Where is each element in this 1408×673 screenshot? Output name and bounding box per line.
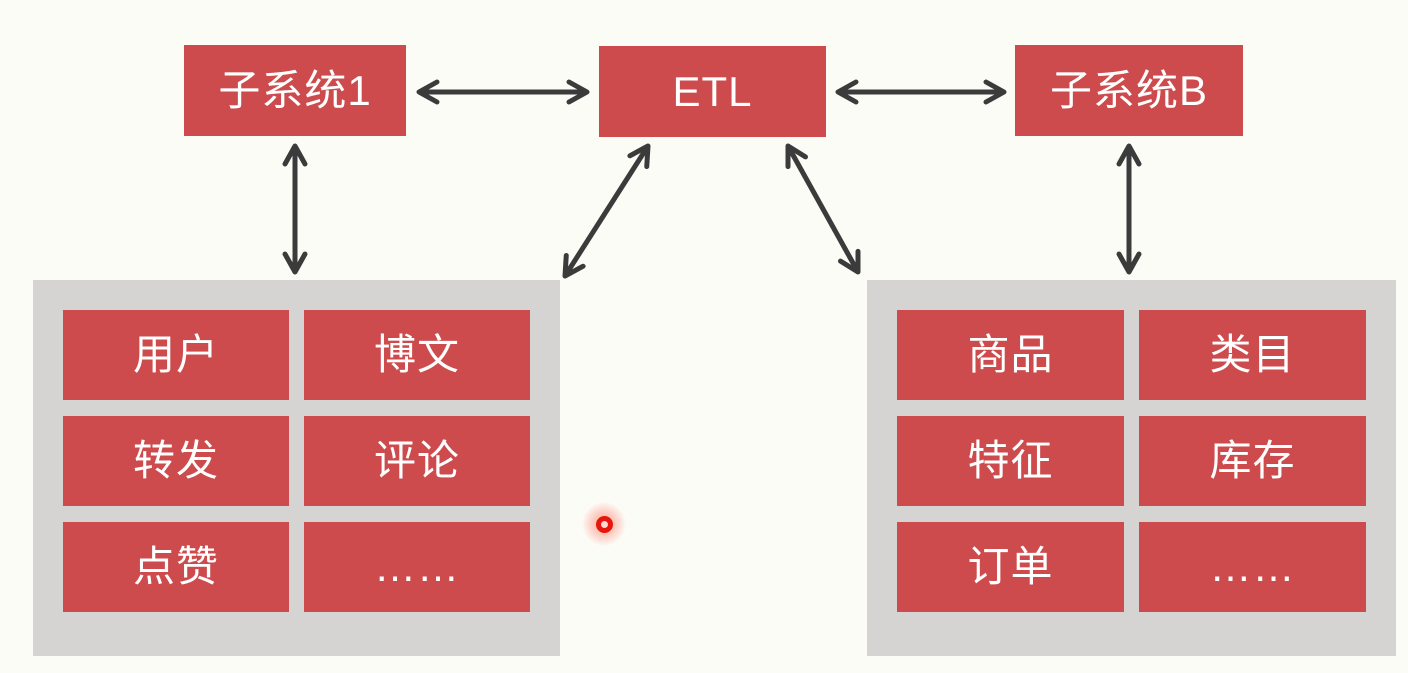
table-chip-inventory: 库存	[1139, 416, 1366, 506]
node-subsystem1: 子系统1	[184, 45, 406, 136]
table-chip-reposts: 转发	[63, 416, 289, 506]
table-chip-comments: 评论	[304, 416, 530, 506]
node-etl-label: ETL	[672, 67, 753, 115]
right-datastore-panel: 商品 类目 特征 库存 订单 ……	[867, 280, 1396, 656]
table-chip-orders: 订单	[897, 522, 1124, 612]
node-etl: ETL	[599, 46, 826, 137]
table-chip-blogposts: 博文	[304, 310, 530, 400]
table-chip-features: 特征	[897, 416, 1124, 506]
node-subsystem1-label: 子系统1	[218, 66, 372, 114]
table-chip-products: 商品	[897, 310, 1124, 400]
arrow-etl-leftpanel	[562, 143, 651, 279]
table-chip-ellipsis-left: ……	[304, 522, 530, 612]
node-subsystemB-label: 子系统B	[1049, 66, 1208, 114]
laser-pointer-dot	[582, 502, 626, 546]
table-chip-likes: 点赞	[63, 522, 289, 612]
left-datastore-panel: 用户 博文 转发 评论 点赞 ……	[33, 280, 560, 656]
table-chip-categories: 类目	[1139, 310, 1366, 400]
arrow-etl-rightpanel	[785, 143, 861, 275]
laser-pointer-ring	[596, 516, 613, 533]
node-subsystemB: 子系统B	[1015, 45, 1243, 136]
table-chip-users: 用户	[63, 310, 289, 400]
table-chip-ellipsis-right: ……	[1139, 522, 1366, 612]
